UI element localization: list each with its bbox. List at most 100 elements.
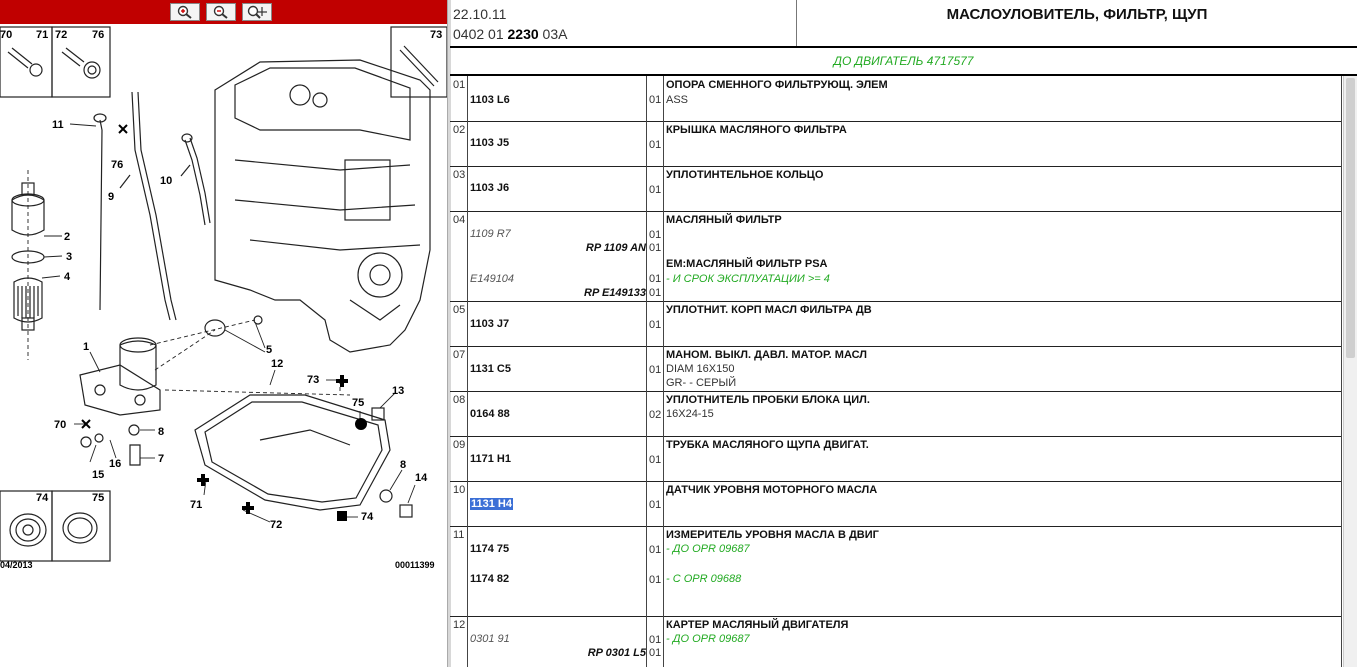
label-15: 15 xyxy=(92,469,104,481)
part-qty: 01 xyxy=(649,287,662,299)
table-row[interactable]: 07 1131 C5 01 МАНОМ. ВЫКЛ. ДАВЛ. МАТОР. … xyxy=(450,346,1341,392)
row-number: 12 xyxy=(453,619,466,631)
part-condition: - С OPR 09688 xyxy=(666,573,742,585)
label-73: 73 xyxy=(307,374,319,386)
replacement-ref[interactable]: RP 1109 AN xyxy=(585,242,646,254)
row-number: 09 xyxy=(453,439,466,451)
part-qty: 01 xyxy=(649,229,662,241)
replacement-ref[interactable]: RP E149133 xyxy=(584,287,646,299)
table-row[interactable]: 05 1103 J7 01 УПЛОТНИТ. КОРП МАСЛ ФИЛЬТР… xyxy=(450,301,1341,347)
part-qty: 01 xyxy=(649,94,662,106)
part-qty: 01 xyxy=(649,273,662,285)
part-ref[interactable]: 1103 J5 xyxy=(470,137,510,149)
zoom-in-icon xyxy=(177,5,192,19)
label-76: 76 xyxy=(111,159,123,171)
row-number: 01 xyxy=(453,79,466,91)
parts-diagram: 70 71 72 76 73 74 75 11 76 9 10 2 3 4 1 … xyxy=(0,26,447,570)
table-row[interactable]: 10 1131 H4 01 ДАТЧИК УРОВНЯ МОТОРНОГО МА… xyxy=(450,481,1341,527)
part-ref[interactable]: 1103 L6 xyxy=(470,94,510,106)
label-75-box: 75 xyxy=(92,492,104,504)
row-number: 07 xyxy=(453,349,466,361)
zoom-fit-icon xyxy=(247,5,267,19)
label-9: 9 xyxy=(108,191,114,203)
part-detail: ASS xyxy=(666,94,689,106)
part-qty: 01 xyxy=(649,364,662,376)
label-14: 14 xyxy=(415,472,428,484)
part-ref[interactable]: 1174 82 xyxy=(470,573,510,585)
part-ref[interactable]: 1174 75 xyxy=(470,543,510,555)
diagram-pane: 70 71 72 76 73 74 75 11 76 9 10 2 3 4 1 … xyxy=(0,0,447,667)
vertical-scrollbar[interactable] xyxy=(1343,76,1357,667)
part-title: ОПОРА СМЕННОГО ФИЛЬТРУЮЩ. ЭЛЕМ xyxy=(666,79,888,91)
label-72: 72 xyxy=(55,29,67,41)
table-row[interactable]: 12 0301 91 01 - ДО OPR 09687 RP 0301 L5 … xyxy=(450,616,1341,667)
table-row[interactable]: 08 0164 88 02 УПЛОТНИТЕЛЬ ПРОБКИ БЛОКА Ц… xyxy=(450,391,1341,437)
box-75 xyxy=(51,490,111,562)
applicability-row: ДО ДВИГАТЕЛЬ 4717577 xyxy=(450,48,1357,76)
zoom-fit-button[interactable] xyxy=(242,3,272,21)
part-qty: 01 xyxy=(649,139,662,151)
part-ref[interactable]: E149104 xyxy=(470,273,515,285)
part-ref[interactable]: 0301 91 xyxy=(470,633,510,645)
label-72: 72 xyxy=(270,519,282,531)
part-detail: GR- - СЕРЫЙ xyxy=(666,377,737,389)
part-qty: 01 xyxy=(649,634,662,646)
part-qty: 01 xyxy=(649,242,662,254)
pane-splitter[interactable] xyxy=(447,0,451,667)
row-number: 03 xyxy=(453,169,466,181)
part-qty: 01 xyxy=(649,544,662,556)
table-row[interactable]: 02 1103 J5 01 КРЫШКА МАСЛЯНОГО ФИЛЬТРА xyxy=(450,121,1341,167)
part-ref[interactable]: 1109 R7 xyxy=(470,228,511,240)
part-qty: 01 xyxy=(649,454,662,466)
label-1: 1 xyxy=(83,341,89,353)
table-row[interactable]: 01 1103 L6 01 ОПОРА СМЕННОГО ФИЛЬТРУЮЩ. … xyxy=(450,76,1341,122)
label-2: 2 xyxy=(64,231,70,243)
zoom-in-button[interactable] xyxy=(170,3,200,21)
part-ref-selected[interactable]: 1131 H4 xyxy=(470,498,513,510)
part-title: ДАТЧИК УРОВНЯ МОТОРНОГО МАСЛА xyxy=(666,484,878,496)
part-ref[interactable]: 1131 C5 xyxy=(470,363,511,375)
parts-header: 22.10.11 0402 01 2230 03A МАСЛОУЛОВИТЕЛЬ… xyxy=(450,0,1357,48)
label-11: 11 xyxy=(52,119,64,131)
part-ref[interactable]: 1103 J6 xyxy=(470,182,510,194)
part-qty: 01 xyxy=(649,574,662,586)
part-title: ТРУБКА МАСЛЯНОГО ЩУПА ДВИГАТ. xyxy=(666,439,869,451)
row-number: 08 xyxy=(453,394,466,406)
row-number: 05 xyxy=(453,304,466,316)
page-title: МАСЛОУЛОВИТЕЛЬ, ФИЛЬТР, ЩУП xyxy=(946,6,1208,23)
part-title: ИЗМЕРИТЕЛЬ УРОВНЯ МАСЛА В ДВИГ xyxy=(666,529,879,541)
label-71: 71 xyxy=(190,499,202,511)
row-number: 02 xyxy=(453,124,466,136)
label-8b: 8 xyxy=(400,459,406,471)
zoom-toolbar xyxy=(0,0,447,24)
row-number: 10 xyxy=(453,484,466,496)
part-ref[interactable]: 1103 J7 xyxy=(470,318,510,330)
label-5: 5 xyxy=(266,344,272,356)
label-73-box: 73 xyxy=(430,29,442,41)
applicability-note: ДО ДВИГАТЕЛЬ 4717577 xyxy=(833,54,974,68)
zoom-out-button[interactable] xyxy=(206,3,236,21)
part-title: МАНОМ. ВЫКЛ. ДАВЛ. МАТОР. МАСЛ xyxy=(666,349,868,361)
part-detail: DIAM 16X150 xyxy=(666,363,735,375)
row-number: 04 xyxy=(453,214,466,226)
table-row[interactable]: 04 1109 R7 01 RP 1109 AN 01 МАСЛЯНЫЙ ФИЛ… xyxy=(450,211,1341,302)
diagram-date: 04/2013 xyxy=(0,560,33,570)
part-ref[interactable]: 1171 H1 xyxy=(470,453,511,465)
part-qty: 01 xyxy=(649,499,662,511)
header-date: 22.10.11 xyxy=(453,6,507,22)
label-13: 13 xyxy=(392,385,404,397)
diagram-ref-number: 00011399 xyxy=(395,560,435,570)
part-title: МАСЛЯНЫЙ ФИЛЬТР xyxy=(666,214,782,226)
parts-table: 01 1103 L6 01 ОПОРА СМЕННОГО ФИЛЬТРУЮЩ. … xyxy=(450,76,1343,667)
part-ref[interactable]: 0164 88 xyxy=(470,408,510,420)
label-75: 75 xyxy=(352,397,364,409)
box-73 xyxy=(390,26,447,98)
table-row[interactable]: 03 1103 J6 01 УПЛОТИНТЕЛЬНОЕ КОЛЬЦО xyxy=(450,166,1341,212)
table-row[interactable]: 11 1174 75 01 - ДО OPR 09687 1174 82 01 … xyxy=(450,526,1341,617)
replacement-ref[interactable]: RP 0301 L5 xyxy=(587,647,646,659)
part-title: УПЛОТНИТ. КОРП МАСЛ ФИЛЬТРА ДВ xyxy=(666,304,872,316)
label-4: 4 xyxy=(64,271,71,283)
table-row[interactable]: 09 1171 H1 01 ТРУБКА МАСЛЯНОГО ЩУПА ДВИГ… xyxy=(450,436,1341,482)
parts-list-pane: 22.10.11 0402 01 2230 03A МАСЛОУЛОВИТЕЛЬ… xyxy=(450,0,1357,667)
scrollbar-thumb[interactable] xyxy=(1346,78,1355,358)
